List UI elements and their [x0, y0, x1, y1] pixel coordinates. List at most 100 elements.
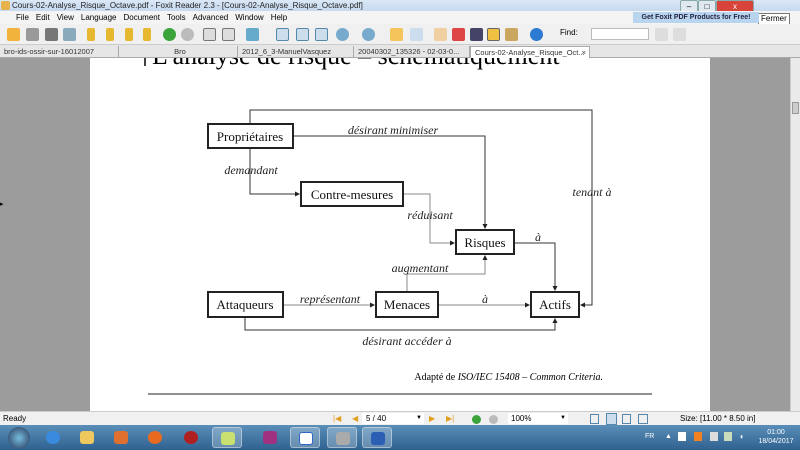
taskbar-explorer[interactable] — [72, 427, 102, 448]
taskbar-app-grey[interactable] — [327, 427, 357, 448]
rotate-left-icon[interactable] — [203, 28, 216, 41]
fit-width-icon[interactable] — [315, 28, 328, 41]
taskbar-word[interactable] — [362, 427, 392, 448]
info-icon[interactable] — [530, 28, 543, 41]
scroll-thumb[interactable] — [792, 102, 799, 114]
tab-label: Cours-02-Analyse_Risque_Oct... — [475, 48, 585, 57]
back-icon[interactable] — [163, 28, 176, 41]
find-input[interactable] — [591, 28, 649, 40]
email-icon[interactable] — [63, 28, 76, 41]
forward-icon[interactable] — [181, 28, 194, 41]
menu-tools[interactable]: Tools — [166, 13, 186, 22]
find-next-icon[interactable] — [673, 28, 686, 41]
page-number-input[interactable]: 5 / 40▼ — [362, 413, 424, 424]
node-attaqueurs: Attaqueurs — [216, 297, 273, 312]
menu-advanced[interactable]: Advanced — [192, 13, 229, 22]
vertical-scrollbar[interactable] — [790, 58, 800, 411]
status-bar: Ready |◀ ◀ 5 / 40▼ ▶ ▶| 100%▼ Size: [11.… — [0, 411, 800, 425]
binoculars-icon[interactable] — [470, 28, 483, 41]
zoom-value: 100% — [511, 414, 532, 423]
edge-augmentant — [406, 255, 488, 292]
zoom-in-icon[interactable] — [362, 28, 375, 41]
prev-page-icon[interactable] — [106, 28, 114, 41]
rotate-right-icon[interactable] — [222, 28, 235, 41]
taskbar-app-red[interactable] — [176, 427, 206, 448]
edge-a-risques — [514, 242, 558, 291]
network-icon[interactable] — [724, 432, 732, 441]
hand-tool-icon[interactable] — [434, 28, 447, 41]
first-page-icon[interactable] — [87, 28, 95, 41]
taskbar-firefox[interactable] — [140, 427, 170, 448]
menu-help[interactable]: Help — [270, 13, 288, 22]
volume-icon[interactable]: ◖ — [739, 432, 744, 441]
node-box-actifs — [530, 291, 580, 318]
text-select-icon[interactable] — [487, 28, 500, 41]
menu-window[interactable]: Window — [235, 13, 264, 22]
action-center-flag-icon[interactable] — [678, 432, 686, 441]
continuous-facing-icon[interactable] — [638, 414, 648, 424]
tab-bro[interactable]: Bro — [119, 46, 238, 58]
menu-document[interactable]: Document — [123, 13, 160, 22]
tab-20040302[interactable]: 20040302_135326 - 02-03-0... — [354, 46, 470, 58]
next-page-button[interactable]: ▶ — [429, 414, 436, 423]
tab-manuelvasquez[interactable]: 2012_6_3-ManuelVasquez — [238, 46, 354, 58]
toolbar — [0, 24, 800, 45]
menu-edit[interactable]: Edit — [35, 13, 50, 22]
menu-file[interactable]: File — [16, 13, 29, 22]
tab-close-icon[interactable]: × — [581, 48, 586, 57]
node-box-contremesures — [300, 181, 404, 207]
zoom-out-icon[interactable] — [336, 28, 349, 41]
zoom-select[interactable]: 100%▼ — [508, 413, 568, 424]
facing-view-icon[interactable] — [622, 414, 631, 424]
node-risques: Risques — [464, 235, 505, 250]
save-icon[interactable] — [26, 28, 39, 41]
risk-diagram: L'analyse de risque – schématiquement Pr… — [144, 41, 652, 395]
fit-page-icon[interactable] — [296, 28, 309, 41]
clock-date: 18/04/2017 — [758, 438, 794, 445]
language-indicator[interactable]: FR — [645, 433, 655, 440]
tab-bro-ids[interactable]: bro-ids-ossir-sur-16012007 — [0, 46, 119, 58]
next-page-icon[interactable] — [125, 28, 133, 41]
prev-page-button[interactable]: ◀ — [352, 414, 359, 423]
avast-icon[interactable] — [694, 432, 702, 441]
status-ready: Ready — [3, 414, 27, 423]
start-button[interactable] — [8, 427, 30, 449]
label-augmentant: augmentant — [392, 261, 449, 275]
continuous-icon[interactable] — [410, 28, 423, 41]
actual-size-icon[interactable] — [276, 28, 289, 41]
taskbar-winrar[interactable] — [255, 427, 285, 448]
single-page-view-icon[interactable] — [590, 414, 599, 424]
pdf-page: L'analyse de risque – schématiquement Pr… — [90, 41, 710, 411]
menu-view[interactable]: View — [56, 13, 74, 22]
image-select-icon[interactable] — [505, 28, 518, 41]
last-page-button[interactable]: ▶| — [446, 414, 455, 423]
tray-expand-icon[interactable]: ▲ — [665, 433, 672, 440]
title-bar: Cours-02-Analyse_Risque_Octave.pdf - Fox… — [0, 0, 800, 11]
single-page-icon[interactable] — [390, 28, 403, 41]
snapshot-icon[interactable] — [452, 28, 465, 41]
promo-banner[interactable]: Get Foxit PDF Products for Free! — [633, 12, 759, 23]
tray-app-icon[interactable] — [710, 432, 718, 441]
zoom-in-tool-icon[interactable] — [246, 28, 259, 41]
print-icon[interactable] — [45, 28, 58, 41]
find-prev-icon[interactable] — [655, 28, 668, 41]
first-page-button[interactable]: |◀ — [333, 414, 342, 423]
side-panel-toggle[interactable]: ▸ — [0, 201, 4, 208]
edge-tenant-a — [249, 109, 593, 308]
edge-demandant — [249, 148, 300, 197]
continuous-view-icon[interactable] — [606, 413, 617, 425]
tab-cours-02[interactable]: Cours-02-Analyse_Risque_Oct...× — [470, 46, 590, 58]
taskbar-media[interactable] — [106, 427, 136, 448]
last-page-icon[interactable] — [143, 28, 151, 41]
taskbar-sticky-notes[interactable] — [212, 427, 242, 448]
label-demandant: demandant — [224, 163, 278, 177]
forward-status-icon[interactable] — [489, 415, 498, 424]
taskbar-foxit[interactable] — [290, 427, 320, 448]
label-desirant-minimiser: désirant minimiser — [348, 123, 439, 137]
open-icon[interactable] — [7, 28, 20, 41]
menu-language[interactable]: Language — [80, 13, 117, 22]
back-status-icon[interactable] — [472, 415, 481, 424]
taskbar-ie[interactable] — [38, 427, 68, 448]
